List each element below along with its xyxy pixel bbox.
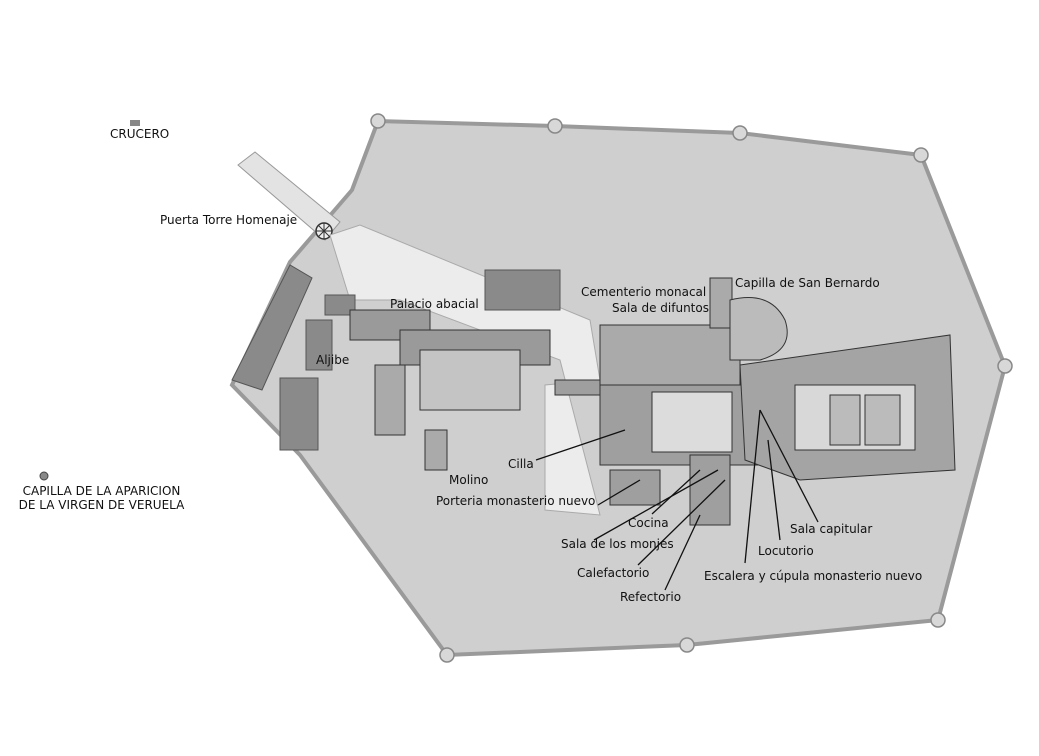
label-cementerio-monacal: Cementerio monacal: [581, 285, 707, 299]
gate-passage: [237, 151, 341, 241]
label-calefactorio: Calefactorio: [577, 566, 650, 580]
label-escalera-cupula: Escalera y cúpula monasterio nuevo: [704, 569, 923, 583]
label-sala-de-difuntos: Sala de difuntos: [612, 301, 709, 315]
label-porteria: Porteria monasterio nuevo: [436, 494, 596, 508]
label-cocina: Cocina: [628, 516, 669, 530]
label-locutorio: Locutorio: [758, 544, 814, 558]
leader-lines: [535, 409, 819, 591]
label-sala-capitular: Sala capitular: [790, 522, 873, 536]
label-capilla-san-bernardo: Capilla de San Bernardo: [735, 276, 880, 290]
sheds: [231, 264, 561, 451]
label-sala-de-los-monjes: Sala de los monjes: [561, 537, 674, 551]
label-capilla-aparicion-line1: CAPILLA DE LA APARICION: [22, 484, 181, 498]
label-palacio-abacial: Palacio abacial: [390, 297, 479, 311]
label-capilla-aparicion-line2: DE LA VIRGEN DE VERUELA: [18, 498, 185, 512]
label-refectorio: Refectorio: [620, 590, 682, 604]
palacio-abacial-building: [349, 309, 551, 471]
crucero-marker: [130, 120, 140, 126]
label-molino: Molino: [449, 473, 489, 487]
wall-towers: [370, 113, 1013, 663]
monastery-buildings: [554, 277, 956, 526]
capilla-marker: [39, 471, 49, 481]
label-aljibe: Aljibe: [316, 353, 350, 367]
label-puerta-torre-homenaje: Puerta Torre Homenaje: [160, 213, 298, 227]
label-cilla: Cilla: [508, 457, 534, 471]
label-capilla-aparicion: CAPILLA DE LA APARICION DE LA VIRGEN DE …: [14, 484, 189, 512]
label-crucero: CRUCERO: [110, 127, 170, 141]
